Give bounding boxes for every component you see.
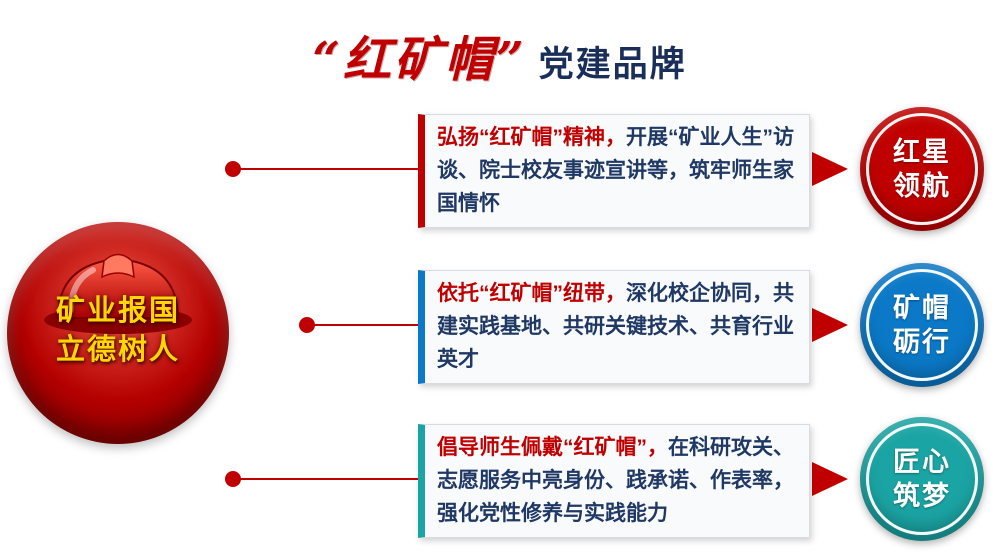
info-box-3: 倡导师生佩戴“红矿帽”，在科研攻关、志愿服务中亮身份、践承诺、作表率，强化党性修… <box>418 424 810 538</box>
info-box-3-highlight: 倡导师生佩戴“红矿帽”， <box>437 436 668 459</box>
arrow-right-icon-1 <box>812 152 848 186</box>
info-box-2: 依托“红矿帽”纽带，深化校企协同，共建实践基地、共研关键技术、共育行业英才 <box>418 270 810 384</box>
badge-2-line1: 矿帽 <box>893 293 951 323</box>
badge-1-label: 红星 领航 <box>893 135 951 203</box>
hero-circle-badge: 矿业报国 立德树人 <box>7 222 229 444</box>
connector-line-3 <box>233 478 418 480</box>
badge-circle-2: 矿帽 砺行 <box>860 263 984 387</box>
info-box-3-body: 在科研攻关、志愿服务中亮身份、践承诺、作表率，强化党性修养与实践能力 <box>437 436 794 525</box>
badge-3-line2: 筑梦 <box>893 481 951 511</box>
info-box-1-highlight: 弘扬“红矿帽”精神， <box>437 126 626 149</box>
badge-1-line2: 领航 <box>893 171 951 201</box>
badge-2-label: 矿帽 砺行 <box>893 291 951 359</box>
page-title: “红矿帽” 党建品牌 <box>0 20 999 90</box>
arrow-right-icon-2 <box>812 308 848 342</box>
badge-3-label: 匠心 筑梦 <box>893 445 951 513</box>
info-box-2-highlight: 依托“红矿帽”纽带， <box>437 282 626 305</box>
info-box-2-body: 深化校企协同，共建实践基地、共研关键技术、共育行业英才 <box>437 282 794 371</box>
badge-2-line2: 砺行 <box>893 327 951 357</box>
info-box-1-body: 开展“矿业人生”访谈、院士校友事迹宣讲等，筑牢师生家国情怀 <box>437 126 794 215</box>
red-hard-hat-icon <box>44 253 192 334</box>
info-box-1: 弘扬“红矿帽”精神，开展“矿业人生”访谈、院士校友事迹宣讲等，筑牢师生家国情怀 <box>418 114 810 228</box>
title-suffix: 党建品牌 <box>538 45 687 84</box>
arrow-right-icon-3 <box>812 462 848 496</box>
connector-line-2 <box>307 324 418 326</box>
badge-1-line1: 红星 <box>893 137 951 167</box>
hero-slogan-line1: 矿业报国 <box>55 295 180 327</box>
connector-line-1 <box>233 168 418 170</box>
hero-slogan: 矿业报国 立德树人 <box>7 292 229 370</box>
badge-circle-3: 匠心 筑梦 <box>860 417 984 541</box>
hero-slogan-line2: 立德树人 <box>55 334 180 366</box>
badge-3-line1: 匠心 <box>893 447 951 477</box>
badge-circle-1: 红星 领航 <box>860 107 984 231</box>
title-brand: “红矿帽” <box>312 32 527 88</box>
